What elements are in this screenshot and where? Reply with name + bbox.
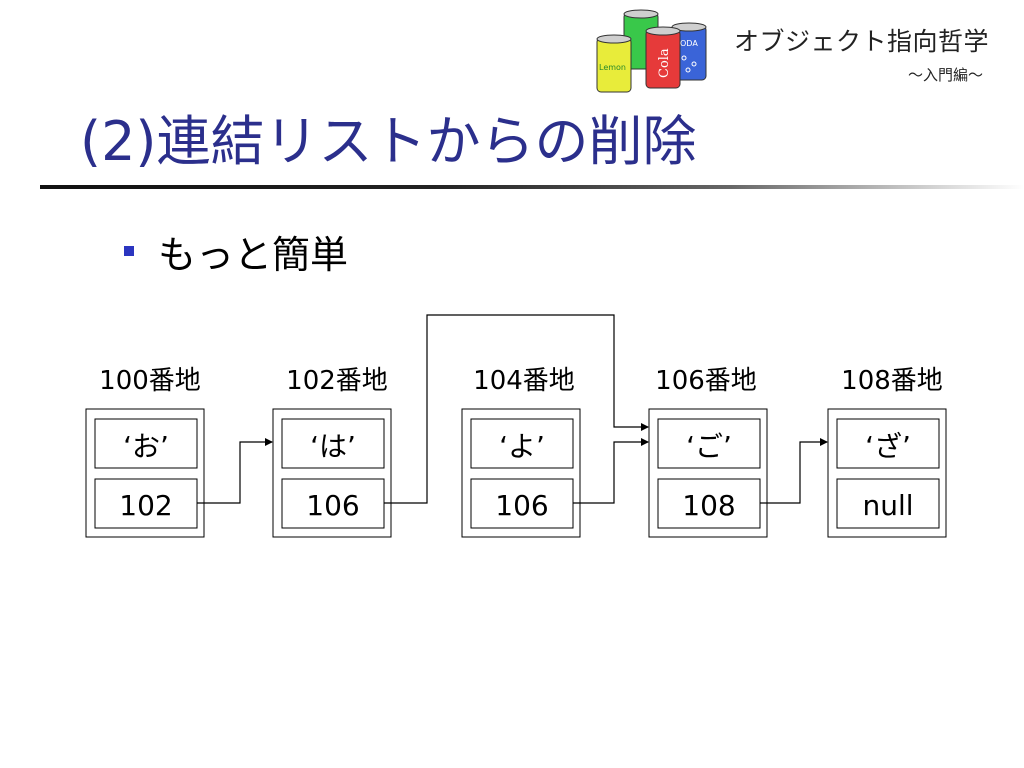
pointer-arrow-bypass	[384, 314, 649, 504]
node-char: ‘は’	[310, 430, 356, 463]
brand-title: オブジェクト指向哲学	[734, 27, 990, 56]
list-node: 102番地 ‘は’ 106	[272, 366, 392, 538]
node-next-cell	[94, 478, 198, 529]
node-address: 108番地	[841, 366, 943, 396]
node-next-cell	[470, 478, 574, 529]
brand-subtitle: ～入門編～	[908, 66, 984, 84]
list-node: 104番地 ‘よ’ 106	[461, 366, 581, 538]
node-address: 102番地	[286, 366, 388, 396]
node-char-cell	[657, 418, 761, 469]
pointer-arrow	[760, 438, 828, 504]
node-char: ‘ご’	[686, 430, 732, 463]
soda-cans-logo: ODA Lemon Cola	[594, 8, 714, 98]
list-node: 106番地 ‘ご’ 108	[648, 366, 768, 538]
node-char: ‘お’	[123, 430, 169, 463]
node-char: ‘よ’	[499, 430, 545, 463]
node-next: 108	[682, 489, 735, 522]
slide-title: (2)連結リストからの削除	[80, 110, 697, 173]
soda-can-label: ODA	[680, 39, 698, 48]
list-node: 108番地 ‘ざ’ null	[827, 366, 947, 538]
bullet-square-icon	[124, 246, 134, 256]
node-address: 100番地	[99, 366, 201, 396]
bullet-text: もっと簡単	[158, 233, 349, 277]
node-char-cell	[281, 418, 385, 469]
node-next-cell	[836, 478, 940, 529]
title-underline	[40, 185, 1024, 189]
node-address: 104番地	[473, 366, 575, 396]
node-next: null	[862, 489, 913, 522]
list-node: 100番地 ‘お’ 102	[85, 366, 205, 538]
node-address: 106番地	[655, 366, 757, 396]
node-next: 106	[495, 489, 548, 522]
pointer-arrow	[573, 438, 649, 504]
node-char: ‘ざ’	[865, 430, 911, 463]
node-next: 102	[119, 489, 172, 522]
cola-can-label: Cola	[657, 48, 672, 78]
node-char-cell	[836, 418, 940, 469]
pointer-arrow	[197, 438, 273, 504]
node-next-cell	[281, 478, 385, 529]
node-char-cell	[94, 418, 198, 469]
node-char-cell	[470, 418, 574, 469]
lemon-can-label: Lemon	[599, 63, 626, 72]
node-next: 106	[306, 489, 359, 522]
node-next-cell	[657, 478, 761, 529]
